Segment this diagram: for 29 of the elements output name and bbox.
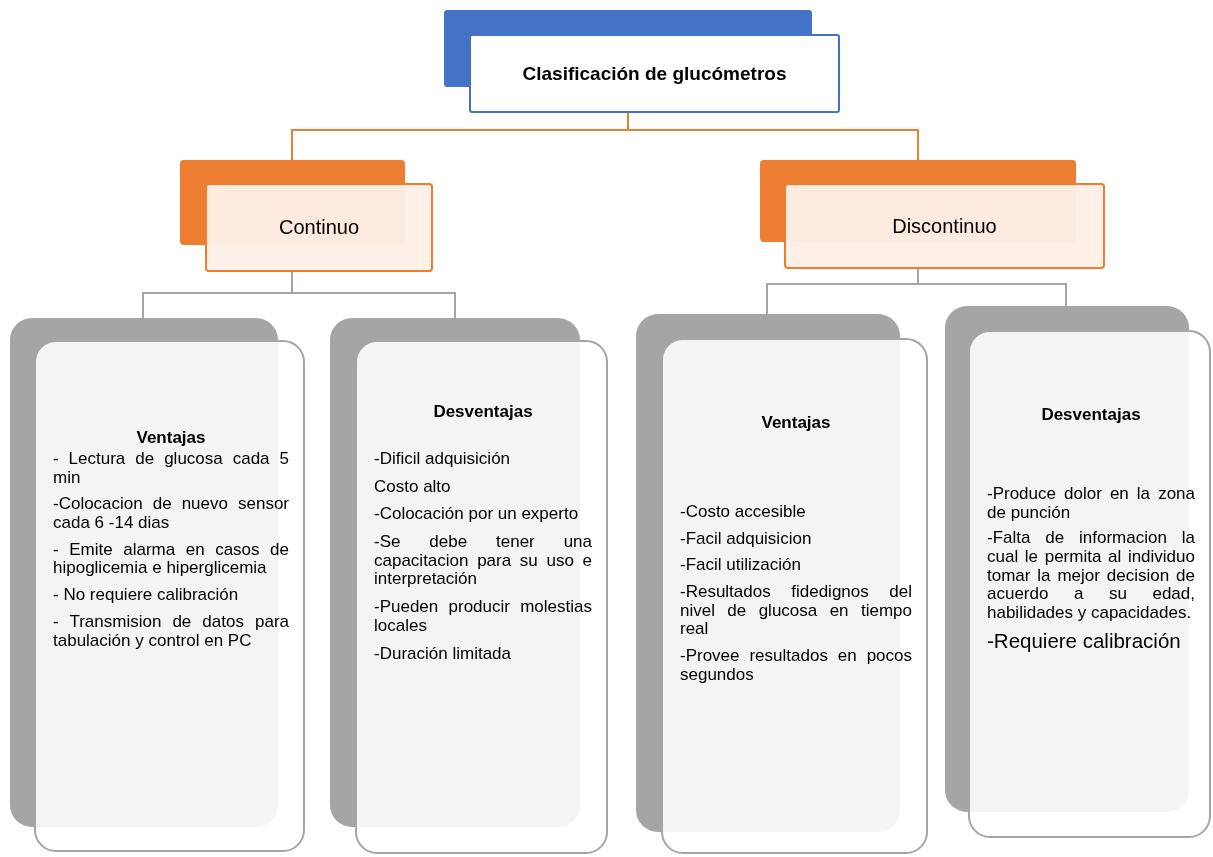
card-heading: Desventajas: [432, 402, 534, 422]
list-item: -Colocacion de nuevo sensor cada 6 -14 dias: [53, 495, 289, 533]
list-item: - Transmision de datos para tabulación y control en PC: [53, 612, 289, 651]
connector-line: [291, 271, 456, 319]
card-heading: Ventajas: [135, 428, 207, 448]
list-item: -Requiere calibración: [987, 629, 1182, 653]
list-item: -Pueden producir molestias locales: [374, 598, 592, 636]
list-item: -Resultados fidedignos del nivel de glucosa en tiempo real: [680, 583, 912, 640]
connector-line: [627, 112, 919, 161]
list-item: -Se debe tener una capacitacion para su uso e interpretación: [374, 533, 592, 590]
card-heading: Desventajas: [1040, 405, 1142, 425]
connector-line: [917, 268, 1067, 307]
list-item: -Provee resultados en pocos segundos: [680, 647, 912, 685]
list-item: -Duración limitada: [374, 644, 512, 664]
list-item: -Produce dolor en la zona de punción: [987, 485, 1195, 523]
title-text: Clasificación de glucómetros: [522, 62, 787, 85]
card-heading: Ventajas: [760, 413, 832, 433]
category-label: Discontinuo: [892, 214, 997, 238]
category-label: Continuo: [278, 216, 360, 239]
list-item: -Costo accesible: [680, 503, 807, 522]
list-item: -Colocación por un experto: [374, 505, 580, 525]
list-item: -Facil adquisicion: [680, 529, 813, 549]
list-item: -Facil utilización: [680, 556, 802, 576]
list-item: -Falta de informacion la cual le permita al individuo tomar la mejor decision de acuerdo a su edad, habilidades y capacidades.: [987, 529, 1195, 623]
list-item: - Lectura de glucosa cada 5 min: [53, 450, 289, 488]
list-item: - Emite alarma en casos de hipoglicemia e hiperglicemia: [53, 540, 289, 579]
list-item: Costo alto: [374, 477, 452, 497]
list-item: -Dificil adquisición: [374, 450, 512, 469]
list-item: - No requiere calibración: [53, 586, 240, 605]
